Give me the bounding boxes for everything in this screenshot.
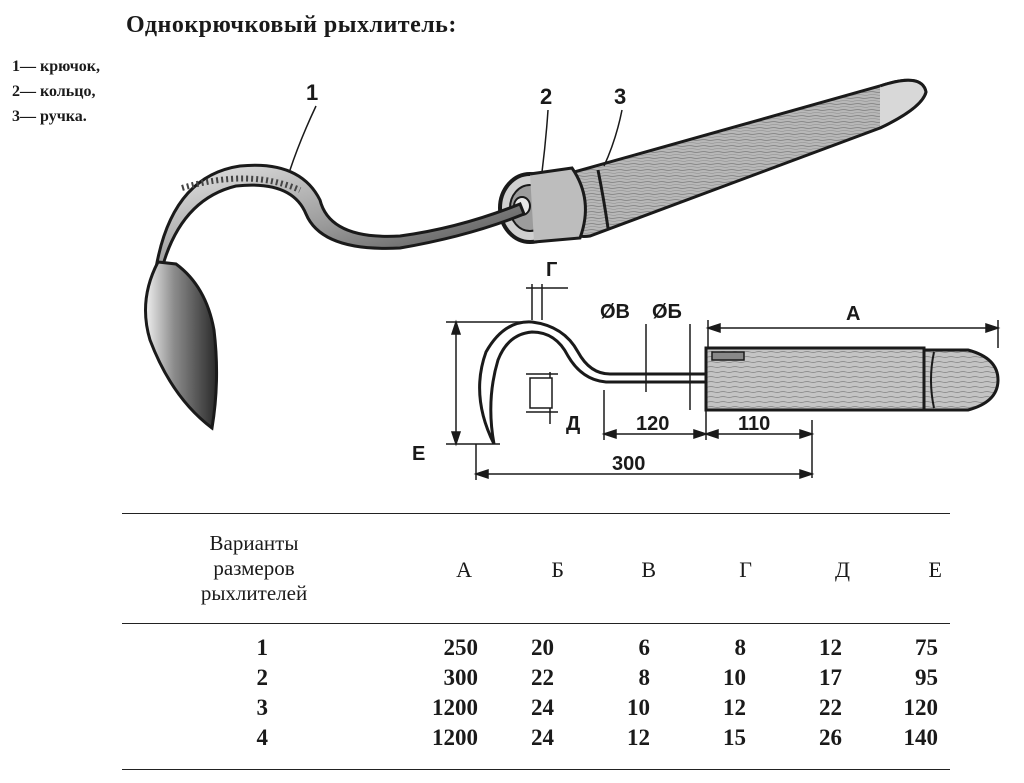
table-row: 1 250 20 6 8 12 75 <box>256 635 939 660</box>
dim-label-diameter-v: ØB <box>600 301 630 323</box>
table-header-b: Б <box>551 557 564 582</box>
table-row: 2 300 22 8 10 17 95 <box>256 665 939 690</box>
table-header-v: В <box>641 557 656 582</box>
dim-value-120: 120 <box>636 413 669 435</box>
dim-label-a: A <box>846 303 860 325</box>
table-header-rule <box>122 623 950 624</box>
dim-label-g: Г <box>546 259 557 281</box>
legend-item-ring: 2— кольцо, <box>12 83 96 100</box>
parts-legend: 1— крючок, 2— кольцо, 3— ручка. <box>12 54 100 129</box>
table-header-g: Г <box>739 557 752 582</box>
callout-2: 2 <box>540 84 552 109</box>
hook-part <box>154 163 526 281</box>
dim-label-diameter-b: ØБ <box>652 301 682 323</box>
table-top-rule <box>122 513 950 514</box>
handle-body <box>554 78 928 239</box>
table-header-d: Д <box>834 557 850 582</box>
table-bottom-rule <box>122 769 950 770</box>
legend-item-hook: 1— крючок, <box>12 58 100 75</box>
callout-1: 1 <box>306 80 318 105</box>
table-header-e: Е <box>928 557 942 582</box>
table-header-variants: Варианты размеров рыхлителей <box>200 531 308 605</box>
dimension-drawing <box>446 284 1001 480</box>
dim-label-e: E <box>412 443 425 465</box>
tool-perspective-view: 1 2 3 <box>144 78 928 431</box>
table-row: 3 1200 24 10 12 22 120 <box>256 695 939 720</box>
legend-item-handle: 3— ручка. <box>12 108 87 125</box>
dim-value-110: 110 <box>738 413 770 435</box>
drawing-hook <box>478 320 708 445</box>
hook-blade <box>144 260 219 431</box>
page-title: Однокрючковый рыхлитель: <box>126 12 457 38</box>
dim-value-300: 300 <box>612 453 645 475</box>
table-row: 4 1200 24 12 15 26 140 <box>256 725 939 750</box>
callout-3: 3 <box>614 84 626 109</box>
dim-label-d: Д <box>566 413 580 435</box>
table-header-a: А <box>456 557 472 582</box>
